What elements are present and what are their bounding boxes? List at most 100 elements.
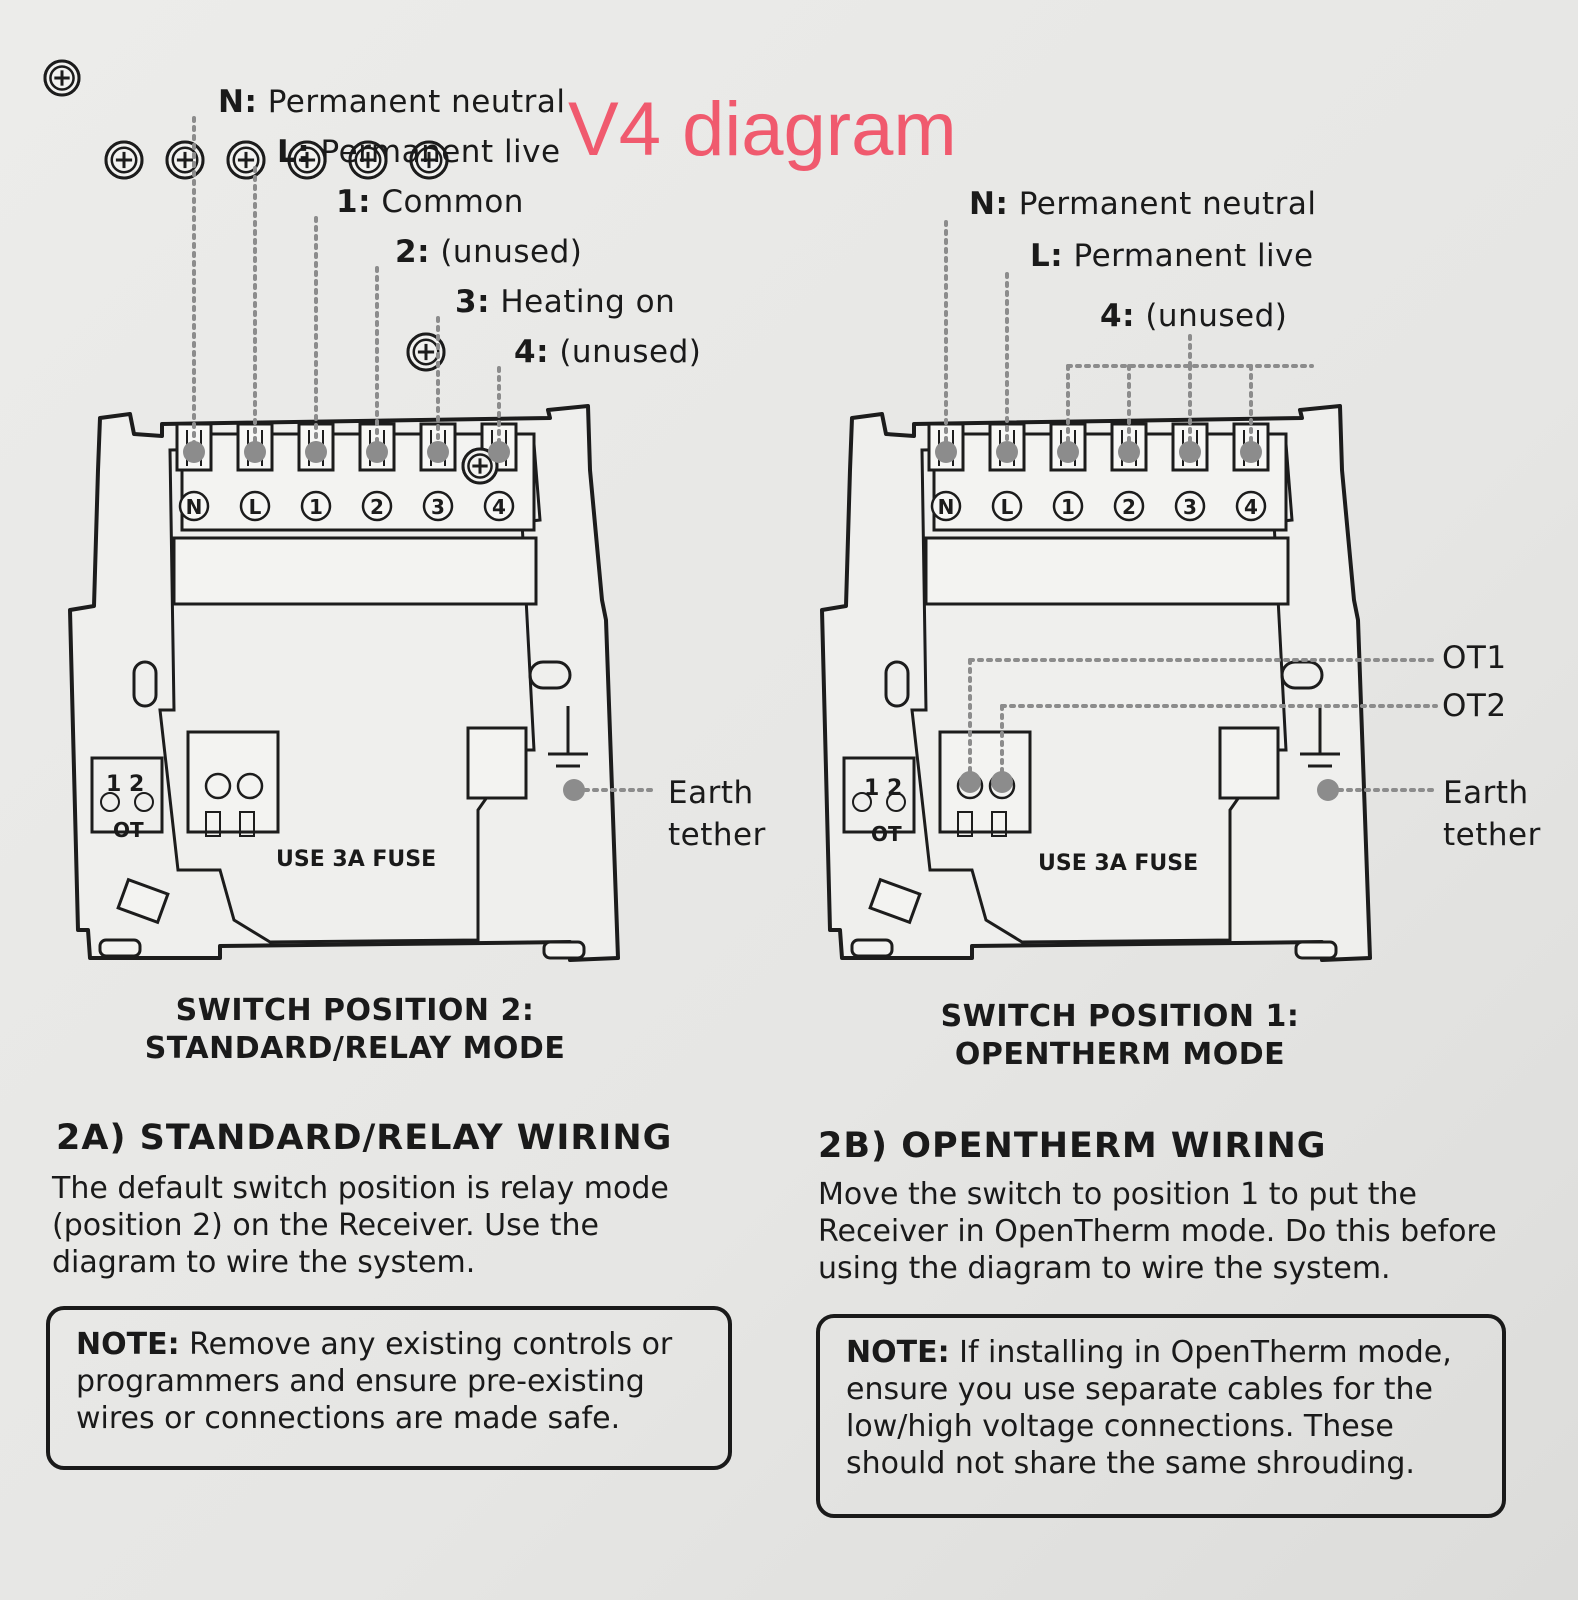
right-terminal-screw-1 [226,140,266,180]
left-terminal-label: 4 [492,495,506,519]
right-terminal-badge [1174,490,1206,522]
right-foot-pin-left [850,938,894,958]
left-caption: SWITCH POSITION 2:STANDARD/RELAY MODE [144,993,566,1066]
right-earth-screw-head [412,338,440,366]
left-foot-left [116,877,170,925]
left-earth-block [466,726,528,800]
right-ot-pin-2 [991,811,1007,837]
section-a-body: The default switch position is relay mod… [52,1171,669,1280]
left-ot-dot-2 [134,792,154,812]
left-terminal-label: 1 [309,495,323,519]
right-terminal-badge [1113,490,1145,522]
watermark-text: V4 diagram [568,87,957,172]
right-fuse-text: USE 3A FUSE [1038,851,1199,876]
right-earth-block [1218,726,1280,800]
left-label-1: 1: Common [336,184,524,220]
left-terminal-label: 3 [431,495,445,519]
left-earth-point [563,779,585,801]
section-b-heading: 2B) OPENTHERM WIRING [818,1126,1327,1166]
right-wire-point-n [935,441,957,463]
right-ot-label: OT [871,822,902,846]
left-ot-box [90,756,164,834]
left-wire-point-n [183,441,205,463]
ot1-label: OT1 [1442,640,1507,676]
left-wire-point-1 [305,441,327,463]
right-terminal-screw-4 [409,140,449,180]
left-label-4: 4: (unused) [514,334,702,370]
right-wire-point-4 [1240,441,1262,463]
left-ot-hole-1 [204,772,232,800]
section-a-note: NOTE: Remove any existing controls or pr… [46,1306,732,1470]
left-label-l: L: Permanent live [277,134,561,170]
section-b-note: NOTE: If installing in OpenTherm mode, e… [816,1314,1506,1518]
right-mount-slot [884,660,910,708]
left-terminal-badge [361,490,393,522]
left-terminal-label: L [249,495,262,519]
right-mount-screw-bottom-head [467,453,493,479]
right-label-n: N: Permanent neutral [969,186,1317,222]
left-mount-slot [132,660,158,708]
right-terminal-screw-n [104,140,144,180]
right-terminal-label: 3 [1183,495,1197,519]
right-terminal-label: N [938,495,955,519]
right-wire-point-2 [1118,441,1140,463]
right-ot-numbers: 1 2 [864,776,903,801]
right-terminal-label: 4 [1244,495,1258,519]
right-wire-point-l [996,441,1018,463]
left-label-n: N: Permanent neutral [218,84,566,120]
left-terminal-label: N [186,495,203,519]
right-ot-dot-1 [852,792,872,812]
left-label-3: 3: Heating on [455,284,676,320]
left-terminal-badge [300,490,332,522]
left-receiver-base: N L 1 2 3 4 [68,404,620,962]
right-earth-screw [406,332,446,372]
left-ot-hole-2 [236,772,264,800]
right-terminal-screw-l-head [171,146,199,174]
right-terminal-badge [930,490,962,522]
right-terminal-label: 1 [1061,495,1075,519]
right-terminal-screw-l [165,140,205,180]
right-mount-screw-bottom [461,447,499,485]
left-label-2: 2: (unused) [395,234,583,270]
left-ot-dot-1 [100,792,120,812]
right-terminal-screw-4-head [415,146,443,174]
right-foot-pin-right [1294,940,1338,960]
left-wire-point-2 [366,441,388,463]
right-ot-dot-2 [886,792,906,812]
section-a-heading: 2A) STANDARD/RELAY WIRING [56,1118,673,1158]
right-mount-slot-right [1280,660,1324,690]
right-ot-connector [938,730,1032,834]
right-terminal-screw-n-head [110,146,138,174]
right-screw-strip [924,536,1290,606]
ot2-label: OT2 [1442,688,1507,724]
right-wire-point-1 [1057,441,1079,463]
right-earth-point [1317,779,1339,801]
right-terminal-screw-3-head [354,146,382,174]
section-b-body: Move the switch to position 1 to put the… [818,1177,1497,1286]
left-fuse-text: USE 3A FUSE [276,847,437,872]
left-foot-pin-right [542,940,586,960]
right-terminal-screw-1-head [232,146,260,174]
right-terminal-badge [1052,490,1084,522]
left-terminal-label: 2 [370,495,384,519]
left-ot-label: OT [113,818,144,842]
ot2-point [991,771,1013,793]
left-mount-slot-right [528,660,572,690]
right-mount-screw-top-head [49,65,75,91]
left-terminal-badge [483,490,515,522]
left-ot-pin-2 [239,811,255,837]
left-wire-point-3 [427,441,449,463]
left-wire-point-4 [488,441,510,463]
right-terminal-screw-3 [348,140,388,180]
ot1-point [959,771,981,793]
right-foot-left [868,877,922,925]
right-terminal-badge [991,490,1023,522]
right-mount-screw-top [43,59,81,97]
left-ot-numbers: 1 2 [106,772,145,797]
right-ot-pin-1 [957,811,973,837]
